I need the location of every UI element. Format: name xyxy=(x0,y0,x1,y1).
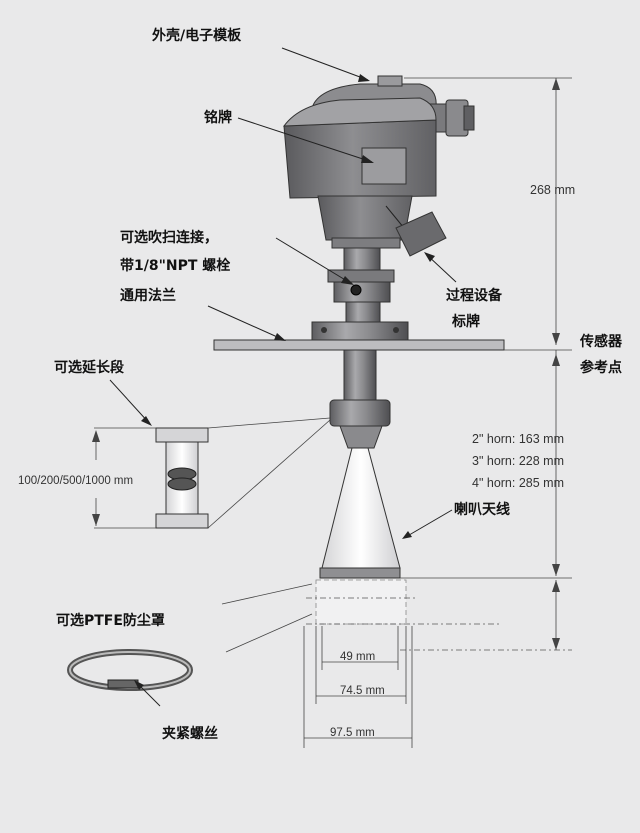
dim-width-97-5: 97.5 mm xyxy=(330,727,375,739)
clamp-ring xyxy=(67,583,313,691)
dim-horn-3in: 3" horn: 228 mm xyxy=(472,454,564,468)
dimension-labels: 268 mm 100/200/500/1000 mm 2" horn: 163 … xyxy=(18,183,575,739)
label-housing: 外壳/电子模板 xyxy=(152,27,242,44)
label-sensor-ref-line1: 传感器 xyxy=(579,333,623,350)
process-connection xyxy=(327,247,395,323)
label-nameplate: 铭牌 xyxy=(204,109,232,126)
label-sensor-ref-line2: 参考点 xyxy=(580,359,622,376)
extension-piece xyxy=(155,417,331,529)
label-horn-antenna: 喇叭天线 xyxy=(454,501,510,518)
leader-lines xyxy=(109,47,457,707)
label-process-tag-line1: 过程设备 xyxy=(446,287,503,304)
dimension-lines xyxy=(92,77,572,748)
flange xyxy=(213,321,505,351)
label-purge-line2: 带1/8"NPT 螺栓 xyxy=(120,257,230,274)
dim-width-49: 49 mm xyxy=(340,651,375,663)
dim-extension-lengths: 100/200/500/1000 mm xyxy=(18,475,133,487)
label-dust-cover: 可选PTFE防尘罩 xyxy=(56,612,165,629)
dust-cover-outline xyxy=(306,579,500,625)
label-extension: 可选延长段 xyxy=(54,359,124,376)
callout-labels: 外壳/电子模板 铭牌 可选吹扫连接， 带1/8"NPT 螺栓 通用法兰 过程设备… xyxy=(54,27,623,742)
dim-horn-2in: 2" horn: 163 mm xyxy=(472,432,564,446)
label-clamp: 夹紧螺丝 xyxy=(162,725,218,742)
label-process-tag-line2: 标牌 xyxy=(451,313,480,330)
dim-width-74-5: 74.5 mm xyxy=(340,685,385,697)
dim-horn-4in: 4" horn: 285 mm xyxy=(472,476,564,490)
dim-housing-height: 268 mm xyxy=(530,183,575,197)
horn-assembly xyxy=(319,349,401,579)
housing xyxy=(282,75,475,257)
label-purge-line1: 可选吹扫连接， xyxy=(120,229,218,246)
label-flange: 通用法兰 xyxy=(120,287,176,304)
